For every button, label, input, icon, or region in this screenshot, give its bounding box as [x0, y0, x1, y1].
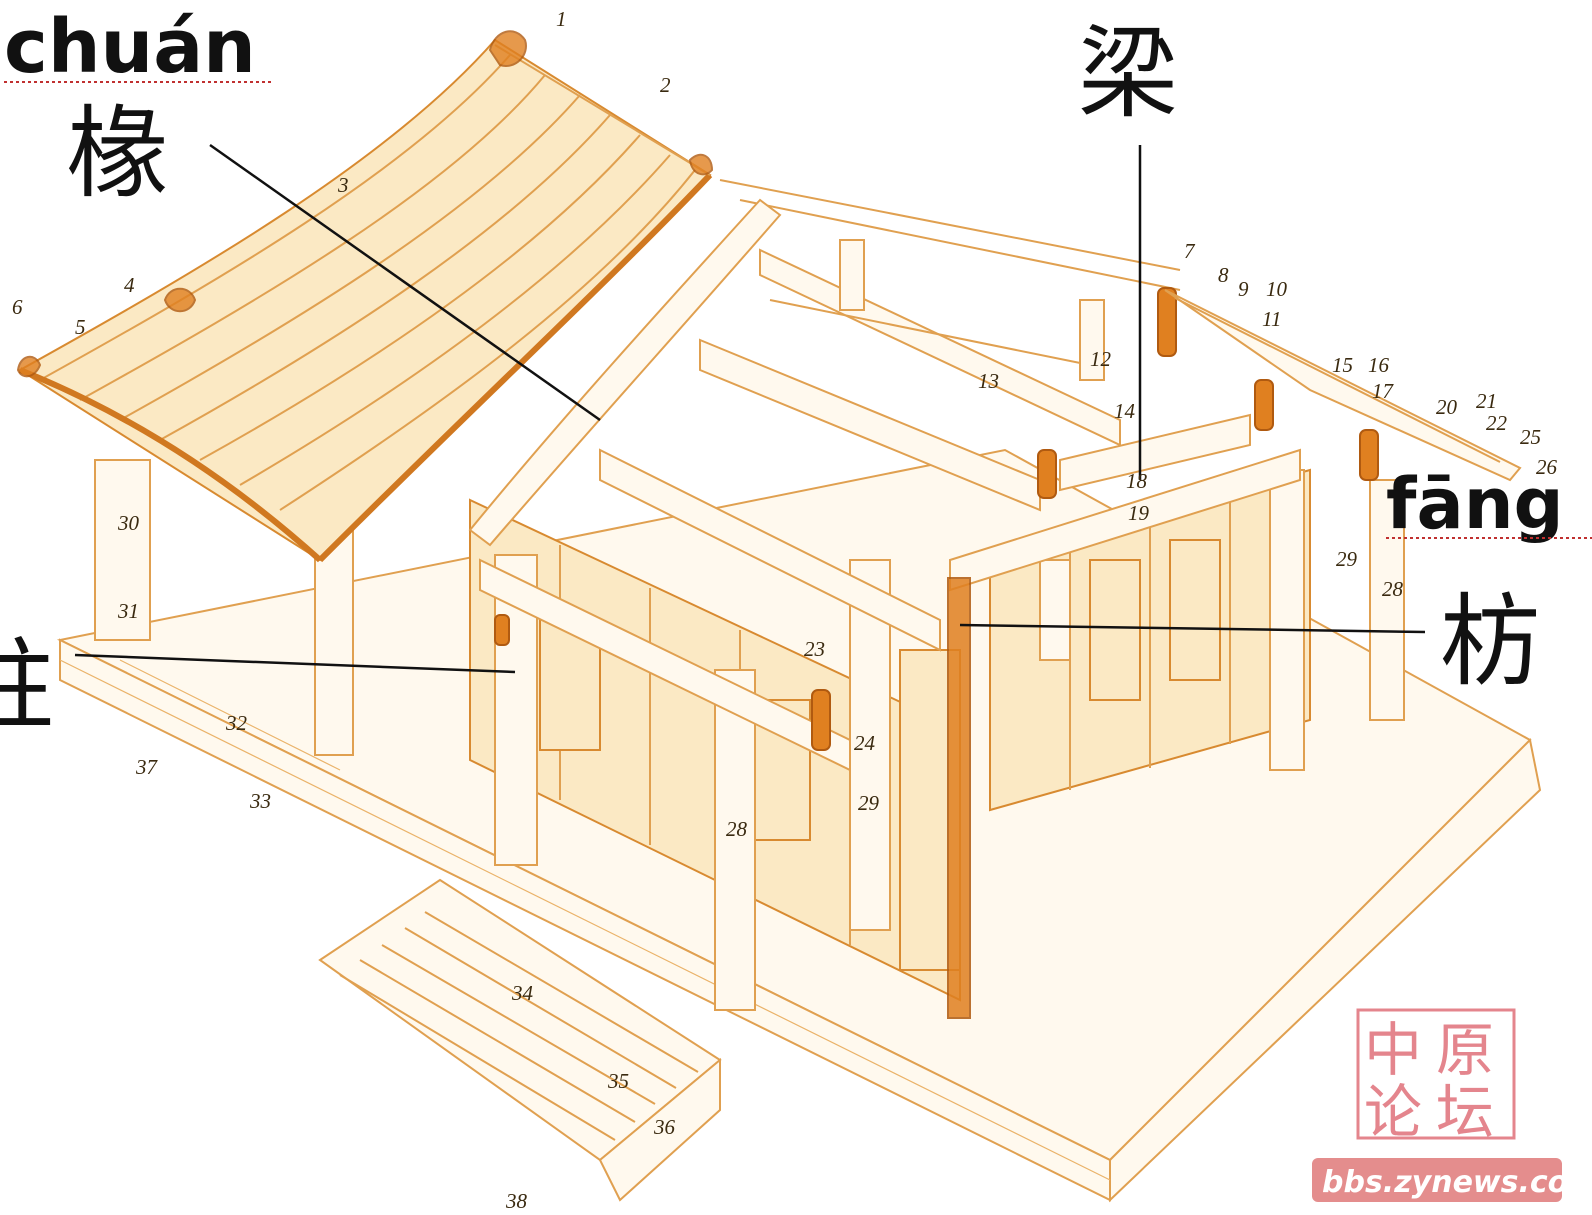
callout-7: 7: [1184, 239, 1196, 263]
seal-char-1: 中: [1364, 1016, 1422, 1084]
callout-29a: 29: [858, 791, 880, 815]
fang-pinyin-label: fāng: [1386, 463, 1564, 545]
callout-32: 32: [225, 711, 248, 735]
zhu-hanzi-label: 柱: [0, 627, 54, 744]
callout-13: 13: [978, 369, 999, 393]
callout-3: 3: [337, 173, 349, 197]
seal-char-4: 坛: [1436, 1078, 1494, 1146]
callout-19: 19: [1128, 501, 1150, 525]
fang-hanzi-label: 枋: [1440, 583, 1540, 700]
callout-23: 23: [804, 637, 825, 661]
callout-17: 17: [1372, 379, 1395, 403]
callout-38: 38: [505, 1189, 528, 1213]
callout-18: 18: [1126, 469, 1148, 493]
watermark: 中 原 论 坛 bbs.zynews.com: [1312, 1008, 1592, 1202]
callout-34: 34: [511, 981, 534, 1005]
callout-16: 16: [1368, 353, 1390, 377]
callout-33: 33: [249, 789, 271, 813]
callout-11: 11: [1262, 307, 1281, 331]
orange-brackets: [494, 287, 1379, 1019]
callout-6: 6: [12, 295, 23, 319]
fang-pointer-line: [959, 623, 1426, 634]
beams: [479, 179, 1301, 772]
liang-hanzi-label: 梁: [1078, 15, 1178, 132]
zhu-pointer-line: [74, 653, 516, 674]
callout-numbers: 1 2 3 4 5 6 7 8 9 10 11 12 13 14 15 16 1…: [12, 7, 1558, 1213]
callout-14: 14: [1114, 399, 1136, 423]
callout-2: 2: [660, 73, 671, 97]
callout-1: 1: [556, 7, 567, 31]
main-roof: [18, 38, 782, 563]
chuan-hanzi-label: 椽: [68, 95, 168, 212]
ridge-ornaments: [16, 30, 714, 378]
callout-30: 30: [117, 511, 140, 535]
callout-36: 36: [653, 1115, 676, 1139]
seal-char-2: 原: [1436, 1016, 1494, 1084]
seal-char-3: 论: [1364, 1078, 1422, 1146]
callout-21: 21: [1476, 389, 1497, 413]
callout-31: 31: [117, 599, 139, 623]
callout-28b: 28: [1382, 577, 1404, 601]
watermark-url-bg: [1312, 1158, 1562, 1202]
front-steps: [318, 878, 722, 1202]
annotation-lines: [74, 143, 1426, 674]
right-roof: [1164, 289, 1522, 482]
callout-8: 8: [1218, 263, 1229, 287]
callout-22: 22: [1486, 411, 1508, 435]
callout-12: 12: [1090, 347, 1112, 371]
overlay-labels: chuán 椽 梁 fāng 枋 柱: [0, 4, 1592, 744]
callout-9: 9: [1238, 277, 1249, 301]
callout-24: 24: [854, 731, 876, 755]
callout-10: 10: [1266, 277, 1288, 301]
callout-37: 37: [135, 755, 159, 779]
callout-4: 4: [124, 273, 135, 297]
callout-15: 15: [1332, 353, 1353, 377]
callout-29b: 29: [1336, 547, 1358, 571]
watermark-seal: [1356, 1008, 1516, 1140]
callout-25: 25: [1520, 425, 1541, 449]
callout-26: 26: [1536, 455, 1558, 479]
callout-28a: 28: [726, 817, 748, 841]
callout-35: 35: [607, 1069, 629, 1093]
callout-20: 20: [1436, 395, 1458, 419]
chuan-pinyin-label: chuán: [4, 4, 256, 90]
watermark-url: bbs.zynews.com: [1322, 1165, 1592, 1200]
callout-5: 5: [75, 315, 86, 339]
chuan-pointer-line: [209, 143, 601, 422]
